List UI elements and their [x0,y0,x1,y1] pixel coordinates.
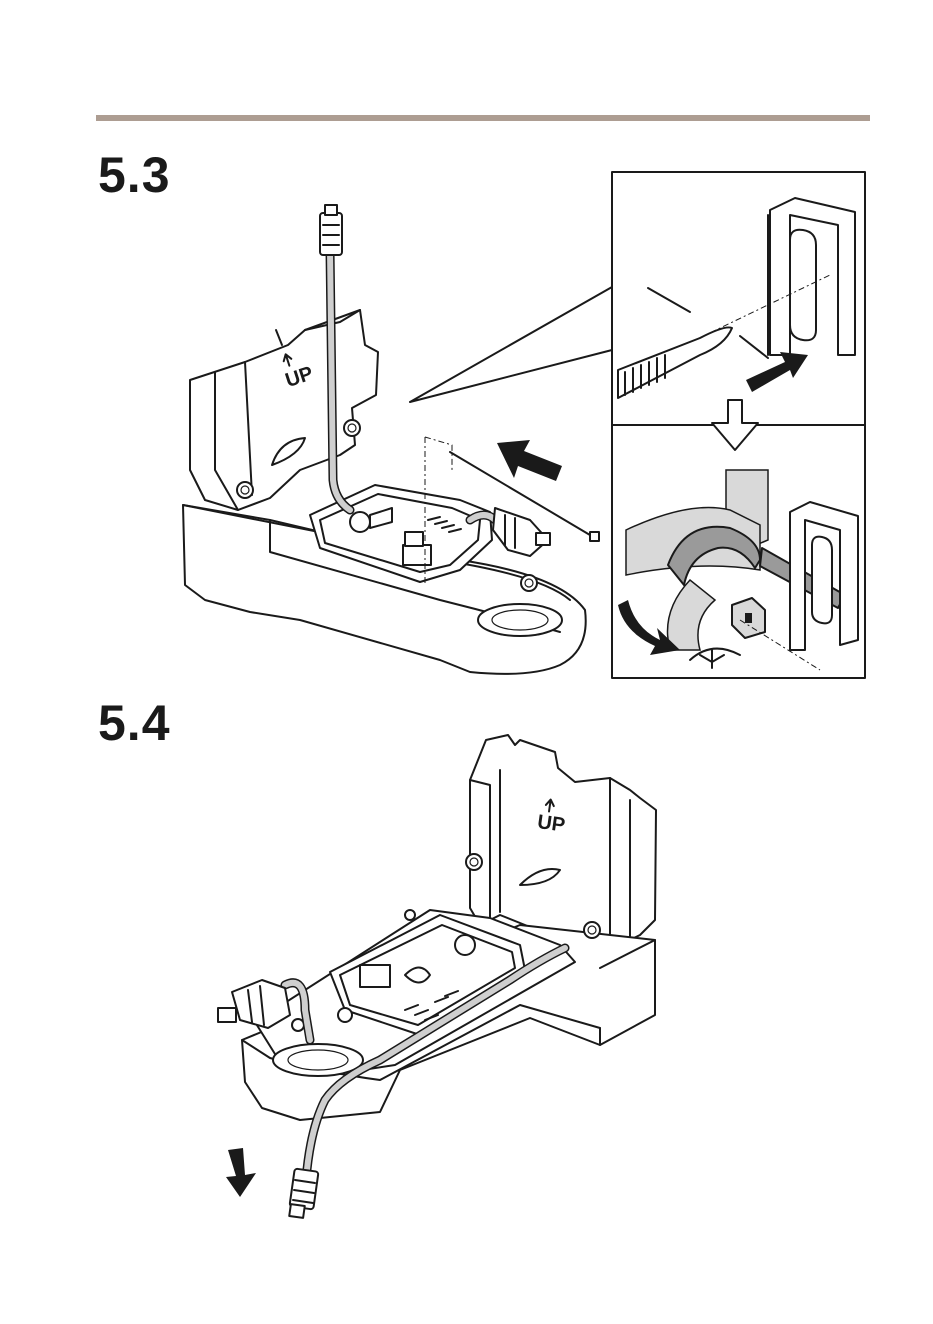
housing-up-label-2: UP [536,811,567,837]
push-arrow-icon [497,440,562,481]
callout-wedge [410,287,612,402]
step-5-3-housing: UP [183,310,586,674]
detail-inset [612,172,865,678]
pull-down-arrow-icon [226,1148,256,1197]
step-5-4-housing: UP [242,735,656,1120]
